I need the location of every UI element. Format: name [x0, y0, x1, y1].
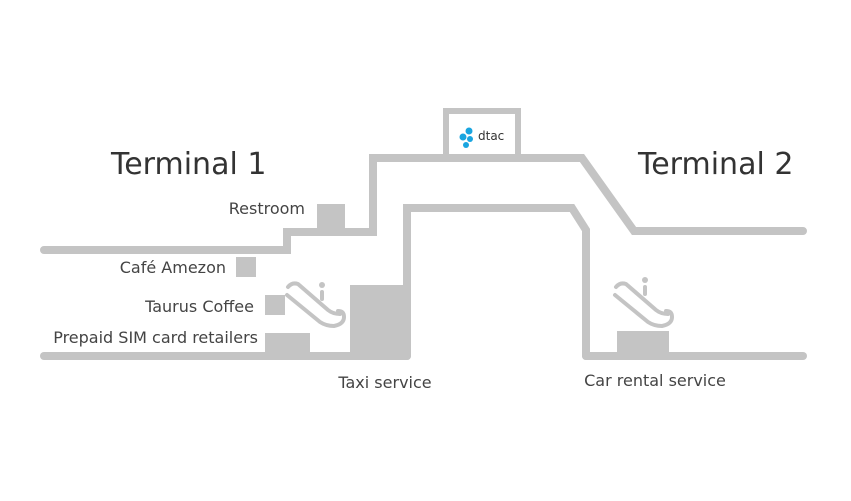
dtac-shop: dtac	[443, 108, 521, 160]
taxi-label: Taxi service	[337, 373, 431, 392]
restroom-label: Restroom	[229, 199, 305, 218]
sim-label: Prepaid SIM card retailers	[53, 328, 258, 347]
restroom-marker	[317, 204, 345, 233]
terminal-1-title: Terminal 1	[110, 147, 266, 182]
middle-level-path	[403, 204, 590, 360]
cafe-label: Café Amezon	[120, 258, 226, 277]
sim-marker	[265, 333, 310, 356]
dtac-logo-icon	[459, 127, 473, 148]
coffee-label: Taurus Coffee	[144, 297, 254, 316]
escalator-icon	[613, 277, 674, 328]
cafe-marker	[236, 257, 256, 277]
coffee-marker	[265, 295, 285, 315]
car-rental-marker	[617, 331, 669, 356]
upper-level-path	[40, 154, 807, 254]
taxi-marker	[350, 285, 407, 356]
car-rental-label: Car rental service	[584, 371, 726, 390]
dtac-brand-name: dtac	[478, 129, 504, 143]
terminal-2-title: Terminal 2	[637, 147, 793, 182]
escalator-icon	[285, 281, 346, 328]
